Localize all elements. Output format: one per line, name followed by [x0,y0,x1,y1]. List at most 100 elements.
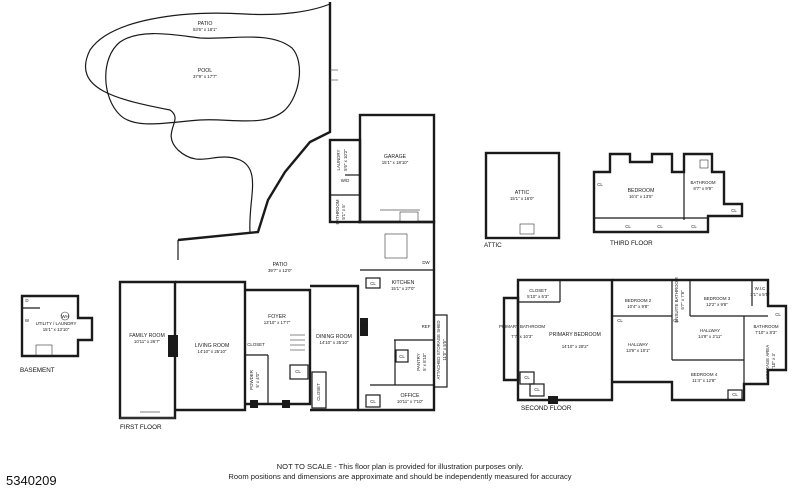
wh-mark: WH [61,314,68,319]
bedroom-third-name: BEDROOM [628,188,655,194]
bedroom2-name: BEDROOM 2 [625,298,652,303]
closet-second-dim: 5'10" x 5'3" [527,294,549,299]
w-mark: W [25,318,30,323]
pool-name: POOL [198,68,213,74]
living-dim: 14'10" x 25'10" [198,349,227,354]
patio-top-dim: 53'6" x 18'1" [193,27,218,32]
wd-mark: W/D [341,178,350,183]
bedroom3-dim: 12'2" x 9'8" [706,302,728,307]
disclaimer-line-2: Room positions and dimensions are approx… [228,472,572,481]
hallway-mid-name: HALLWAY [628,342,648,347]
bathroom-first-name: BATHROOM [335,199,340,224]
office-dim: 10'11" x 7'10" [397,399,424,404]
family-name: FAMILY ROOM [129,333,165,339]
third-floor-label: THIRD FLOOR [610,240,653,247]
powder-name: POWDER [249,370,254,390]
d-mark: D [25,298,28,303]
primary-bath-name: PRIMARY BATHROOM [499,324,545,329]
fp-dining: FP [361,318,367,323]
cl-pantry: CL [399,354,405,359]
closet-dining: CLOSET [316,383,321,401]
third-floor-plan [592,152,744,234]
patio-mid-dim: 39'7" x 12'0" [268,268,293,273]
pantry-dim: 5' x 5'10" [422,353,427,371]
cl-office: CL [370,399,376,404]
patio-top-name: PATIO [198,21,213,27]
patio-mid-name: PATIO [273,262,288,268]
powder-dim: 5' x 4'0" [255,372,260,388]
cl-second-6: CL [775,312,781,317]
attic-name: ATTIC [515,190,530,196]
first-floor-label: FIRST FLOOR [120,424,162,431]
wic-name: W.I.C [755,286,766,291]
utility-name: UTILITY / LAUNDRY [36,321,77,326]
cl-third-3: CL [657,224,663,229]
bedroom4-name: BEDROOM 4 [691,372,718,377]
attic-plan [484,151,561,240]
bathroom-second-name: BATHROOM [753,324,778,329]
pantry-name: PANTRY [416,353,421,370]
bedroom2-dim: 10'4" x 9'8" [627,304,649,309]
cl-second-2: CL [534,387,540,392]
primary-bath-dim: 7'7" x 10'3" [511,334,533,339]
utility-dim: 15'1" x 13'10" [43,327,70,332]
storage-second-name: STORAGE AREA [765,345,770,379]
closet-foyer: CLOSET [247,342,265,347]
bathroom-third-name: BATHROOM [690,180,715,185]
wic-dim: 3'1" x 5'5" [750,292,770,297]
bedroom4-dim: 11'4" x 12'8" [692,378,716,383]
second-floor-label: SECOND FLOOR [521,405,572,412]
kitchen-name: KITCHEN [392,280,415,286]
hallway-right-dim: 14'9" x 2'11" [698,334,722,339]
primary-bed-dim: 14'10" x 28'2" [562,344,589,349]
cl-third-2: CL [625,224,631,229]
storage-shed-name: ATTACHED STORAGE SHED [436,320,441,379]
disclaimer-line-1: NOT TO SCALE - This floor plan is provid… [276,462,524,471]
cl-second-5: CL [732,392,738,397]
bathroom-first-dim: 5'1" x 5' [341,204,346,219]
patio-pool-area [84,2,338,260]
dining-name: DINING ROOM [316,334,352,340]
bathroom-second-dim: 7'10" x 8'3" [755,330,777,335]
pool-dim: 37'9" x 17'7" [193,74,218,79]
second-floor-plan [502,278,788,404]
storage-shed-dim: 11'0" x 5'5" [442,339,447,361]
hallway-mid-dim: 13'9" x 10'1" [626,348,651,353]
cl-third-1: CL [597,182,603,187]
office-name: OFFICE [400,393,420,399]
attic-label: ATTIC [484,242,502,249]
basement-label: BASEMENT [20,367,55,374]
ensuite-dim: 5'7" x 7'8" [680,290,685,310]
garage-name: GARAGE [384,154,407,160]
laundry-name: LAUNDRY [336,149,341,170]
dw-mark: DW [422,260,430,265]
attic-dim: 15'1" x 16'0" [510,196,535,201]
cl-second-4: CL [673,318,679,323]
bedroom-third-dim: 16'4" x 13'5" [629,194,654,199]
garage-dim: 15'1" x 18'10" [382,160,409,165]
cl-third-4: CL [691,224,697,229]
laundry-dim: 5'6" x 10'2" [343,149,348,171]
hallway-right-name: HALLWAY [700,328,720,333]
basement-plan [20,294,94,358]
storage-second-dim: 7'10" x 3' [771,353,776,371]
living-name: LIVING ROOM [195,343,230,349]
bathroom-third-dim: 8'7" x 9'9" [693,186,713,191]
dining-dim: 14'10" x 25'10" [320,340,349,345]
first-floor-main [118,220,448,420]
cl-foyer: CL [295,369,301,374]
cl-third-5: CL [731,208,737,213]
bedroom3-name: BEDROOM 3 [704,296,731,301]
cl-second-1: CL [524,375,530,380]
kitchen-dim: 15'1" x 27'0" [391,286,416,291]
cl-second-3: CL [617,318,623,323]
ref-mark: REF [422,324,431,329]
closet-second-name: CLOSET [529,288,547,293]
foyer-name: FOYER [268,314,286,320]
cl-kitchen: CL [370,281,376,286]
listing-id: 5340209 [6,473,57,488]
ensuite-name: ENSUITE BATHROOM [674,277,679,323]
foyer-dim: 13'10" x 17'7" [264,320,291,325]
primary-bed-name: PRIMARY BEDROOM [549,332,601,338]
